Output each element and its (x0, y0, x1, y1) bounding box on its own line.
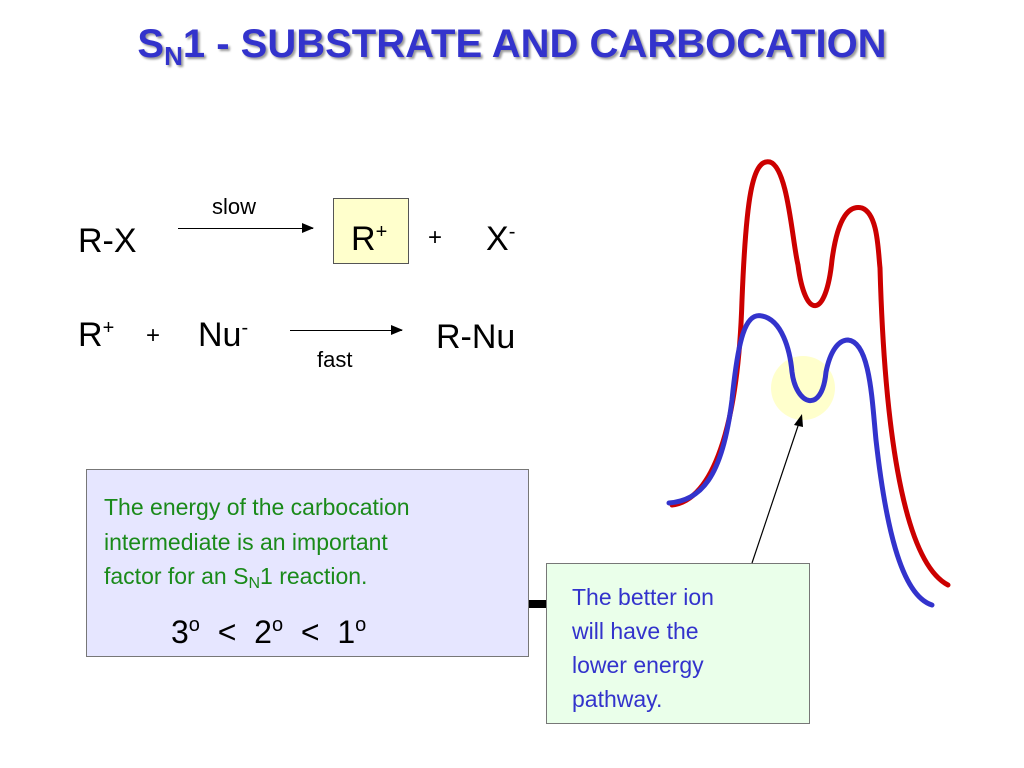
info-line-1: The energy of the carbocation (104, 494, 410, 520)
reaction2-carbocation: R+ (78, 316, 115, 354)
reaction2-plus: + (146, 322, 161, 349)
carbocation-box (333, 198, 409, 264)
reaction2-arrow (290, 325, 403, 335)
info-text: The energy of the carbocation intermedia… (104, 490, 524, 594)
connector-bar (529, 600, 547, 608)
callout-line-4: pathway. (572, 686, 663, 713)
reaction1-plus: + (428, 224, 443, 251)
info-line-3: factor for an SN1 reaction. (104, 563, 368, 592)
callout-line-2: will have the (572, 618, 699, 645)
title-subscript: N (164, 41, 183, 71)
callout-pointer-head (794, 414, 803, 427)
reaction1-leaving-group: X- (486, 220, 516, 258)
reaction2-nucleophile: Nu- (198, 316, 249, 354)
high-energy-curve (669, 159, 951, 588)
reaction2-product: R-Nu (436, 318, 516, 356)
callout-line-1: The better ion (572, 584, 714, 610)
page-title: SN1 - SUBSTRATE AND CARBOCATION (137, 22, 887, 71)
callout-pointer-line (751, 419, 801, 564)
callout-text: The better ion will have the lower energ… (572, 580, 802, 716)
callout-line-3: lower energy (572, 652, 704, 679)
low-energy-curve (666, 313, 935, 608)
info-line-2: intermediate is an important (104, 528, 388, 555)
callout-box (546, 563, 810, 724)
intermediate-highlight (771, 356, 835, 420)
reaction1-reactant: R-X (78, 222, 137, 260)
reaction1-carbocation: R+ (351, 220, 388, 258)
info-box (86, 469, 529, 657)
reaction1-arrow (178, 223, 314, 233)
reaction2-arrow-label: fast (317, 347, 353, 372)
stability-order: 3o < 2o < 1o (171, 614, 367, 650)
reaction1-arrow-label: slow (212, 194, 257, 219)
